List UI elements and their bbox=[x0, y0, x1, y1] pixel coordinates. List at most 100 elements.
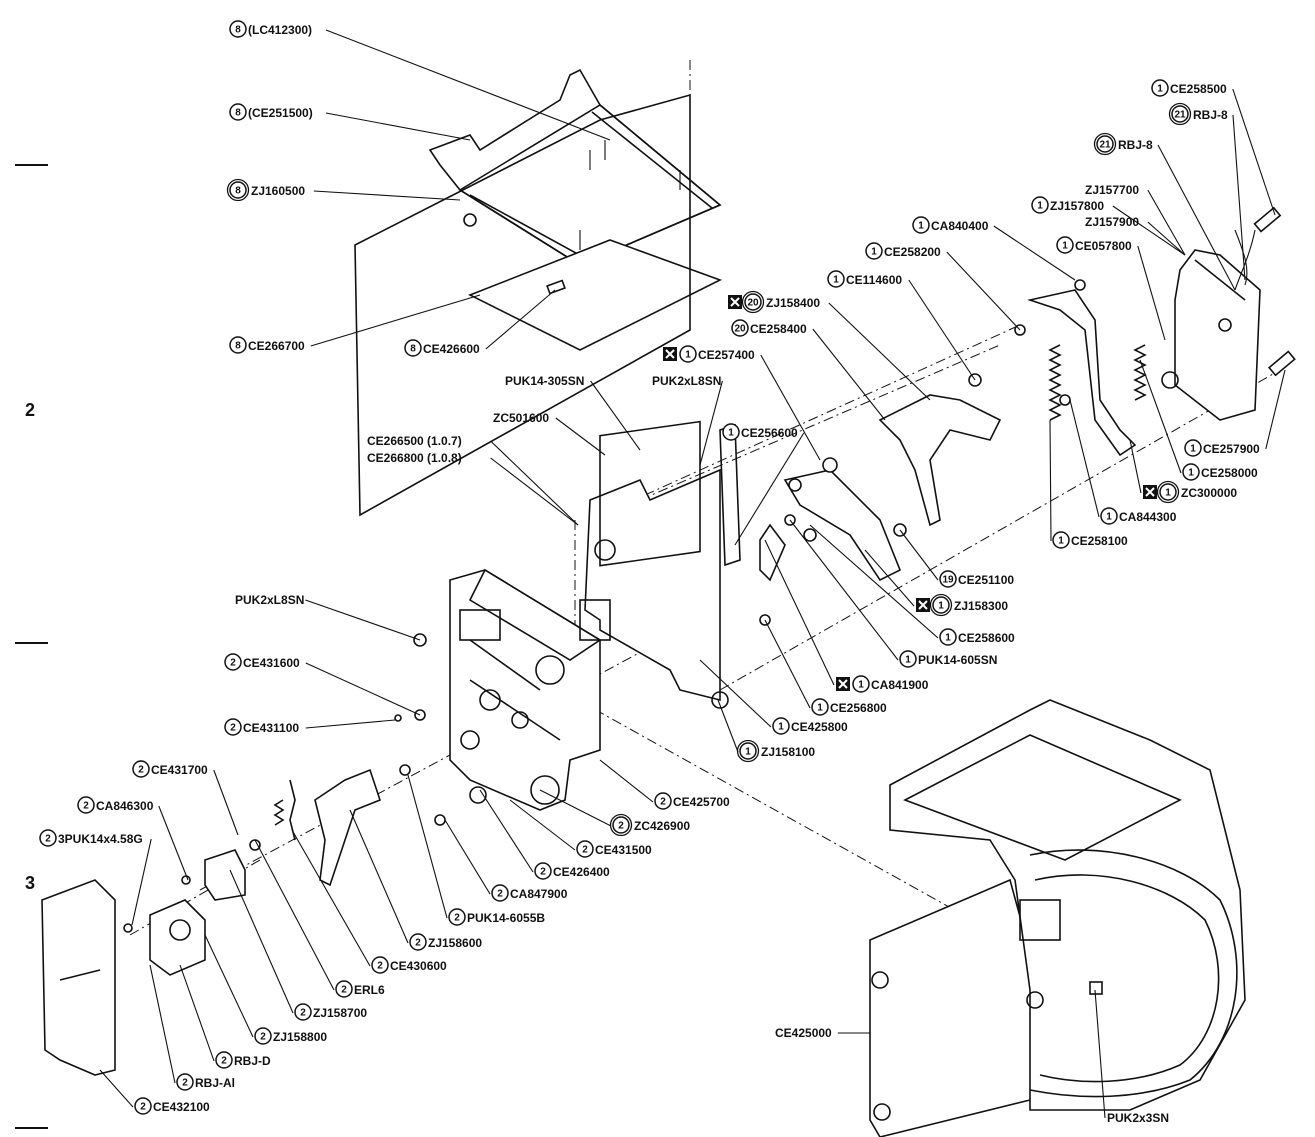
circled-index-number: 1 bbox=[871, 247, 877, 258]
part-number-label: CE251100 bbox=[958, 573, 1014, 587]
circled-index-number: 2 bbox=[618, 821, 624, 832]
callout-c16: ZJ157700 bbox=[1085, 183, 1139, 197]
circled-index-ring bbox=[612, 816, 630, 834]
leader-line-c38 bbox=[305, 599, 421, 641]
circled-index-number: 1 bbox=[938, 601, 944, 612]
part-number-label: CE431500 bbox=[595, 843, 652, 857]
circled-index-number: 2 bbox=[415, 938, 421, 949]
leader-line-c6 bbox=[760, 354, 821, 461]
callout-c18: ZJ157900 bbox=[1085, 215, 1139, 229]
circled-index-ring bbox=[224, 718, 242, 736]
leader-line-c19 bbox=[993, 225, 1076, 281]
part-number-label: CA841900 bbox=[871, 678, 929, 692]
leader-line-c18 bbox=[1147, 221, 1186, 256]
leader-line-c41 bbox=[213, 769, 239, 836]
circled-index-ring bbox=[1182, 463, 1200, 481]
x-mark-glyph bbox=[1145, 487, 1155, 497]
leader-line-c1 bbox=[325, 29, 611, 141]
circled-index-ring bbox=[39, 829, 57, 847]
leader-line-c52 bbox=[254, 839, 335, 991]
leader-line-c24 bbox=[812, 328, 886, 421]
section-number-2: 2 bbox=[25, 400, 36, 420]
circled-index-number: 2 bbox=[182, 1078, 188, 1089]
film-guide-cover bbox=[428, 68, 722, 266]
part-number-label: ZC426900 bbox=[634, 819, 690, 833]
part-number-label: ZJ158800 bbox=[273, 1030, 327, 1044]
circled-index-ring bbox=[176, 1073, 194, 1091]
leader-line-c9 bbox=[555, 417, 606, 456]
section-number-3: 3 bbox=[25, 873, 36, 893]
leader-line-c8 bbox=[699, 380, 723, 466]
circled-index-number: 1 bbox=[745, 747, 751, 758]
circled-index-number: 1 bbox=[1190, 444, 1196, 455]
part-number-label: RBJ-Al bbox=[195, 1076, 235, 1090]
circled-index-number: 2 bbox=[140, 1102, 146, 1113]
leader-line-c21 bbox=[946, 251, 1021, 331]
camera-body-casting bbox=[869, 699, 1246, 1137]
part-number-label: CE425000 bbox=[775, 1026, 832, 1040]
circled-index-number: 2 bbox=[45, 834, 51, 845]
circled-index-number: 1 bbox=[778, 722, 784, 733]
circled-index-ring bbox=[1100, 507, 1118, 525]
leader-line-c45 bbox=[539, 789, 612, 827]
leader-line-c3 bbox=[313, 190, 461, 201]
circled-index-ring bbox=[899, 650, 917, 668]
part-number-label: PUK14-6055B bbox=[467, 911, 545, 925]
leader-line-c54 bbox=[204, 934, 254, 1038]
leader-line-c11 bbox=[490, 440, 579, 526]
part-number-label: ZJ157800 bbox=[1050, 199, 1104, 213]
circled-index-number: 2 bbox=[221, 1056, 227, 1067]
part-number-label: CE257400 bbox=[698, 348, 755, 362]
circled-index-number: 1 bbox=[728, 428, 734, 439]
part-number-label: CE431100 bbox=[243, 721, 299, 735]
leader-line-c39 bbox=[305, 662, 421, 716]
leader-line-c22 bbox=[908, 279, 976, 381]
circled-index-number: 2 bbox=[582, 845, 588, 856]
leader-line-c17 bbox=[1112, 205, 1186, 256]
leader-line-c25 bbox=[1265, 369, 1286, 450]
part-number-label: (LC412300) bbox=[248, 23, 312, 37]
leader-line-c57 bbox=[99, 1069, 134, 1108]
circled-index-ring bbox=[1171, 105, 1189, 123]
part-number-label: CE258000 bbox=[1201, 466, 1258, 480]
x-mark-glyph bbox=[838, 679, 848, 689]
part-number-label: PUK2x3SN bbox=[1107, 1111, 1169, 1125]
circled-index-ring bbox=[654, 792, 672, 810]
leader-line-c40 bbox=[305, 719, 396, 729]
margin-ticks bbox=[15, 164, 48, 1129]
rewind-assembly bbox=[41, 633, 487, 1076]
circled-index-ring bbox=[229, 103, 247, 121]
part-number-label: CE114600 bbox=[846, 273, 902, 287]
circled-index-ring bbox=[371, 956, 389, 974]
circled-index-ring bbox=[1052, 531, 1070, 549]
circled-index-ring bbox=[534, 862, 552, 880]
double-circle-ring bbox=[226, 178, 250, 202]
leader-line-c48 bbox=[444, 819, 491, 895]
part-number-label: 3PUK14x4.58G bbox=[58, 832, 143, 846]
part-number-label: CA846300 bbox=[96, 799, 154, 813]
circled-index-number: 1 bbox=[1157, 84, 1163, 95]
part-number-label: CE266500 (1.0.7) bbox=[367, 434, 462, 448]
leader-line-c30 bbox=[899, 529, 939, 581]
chassis-block bbox=[449, 568, 602, 811]
callout-c46: 2 CE431500 bbox=[576, 840, 652, 858]
leader-line-c50 bbox=[349, 809, 409, 944]
leader-line-c51 bbox=[291, 829, 371, 967]
part-number-label: CE426600 bbox=[423, 342, 480, 356]
